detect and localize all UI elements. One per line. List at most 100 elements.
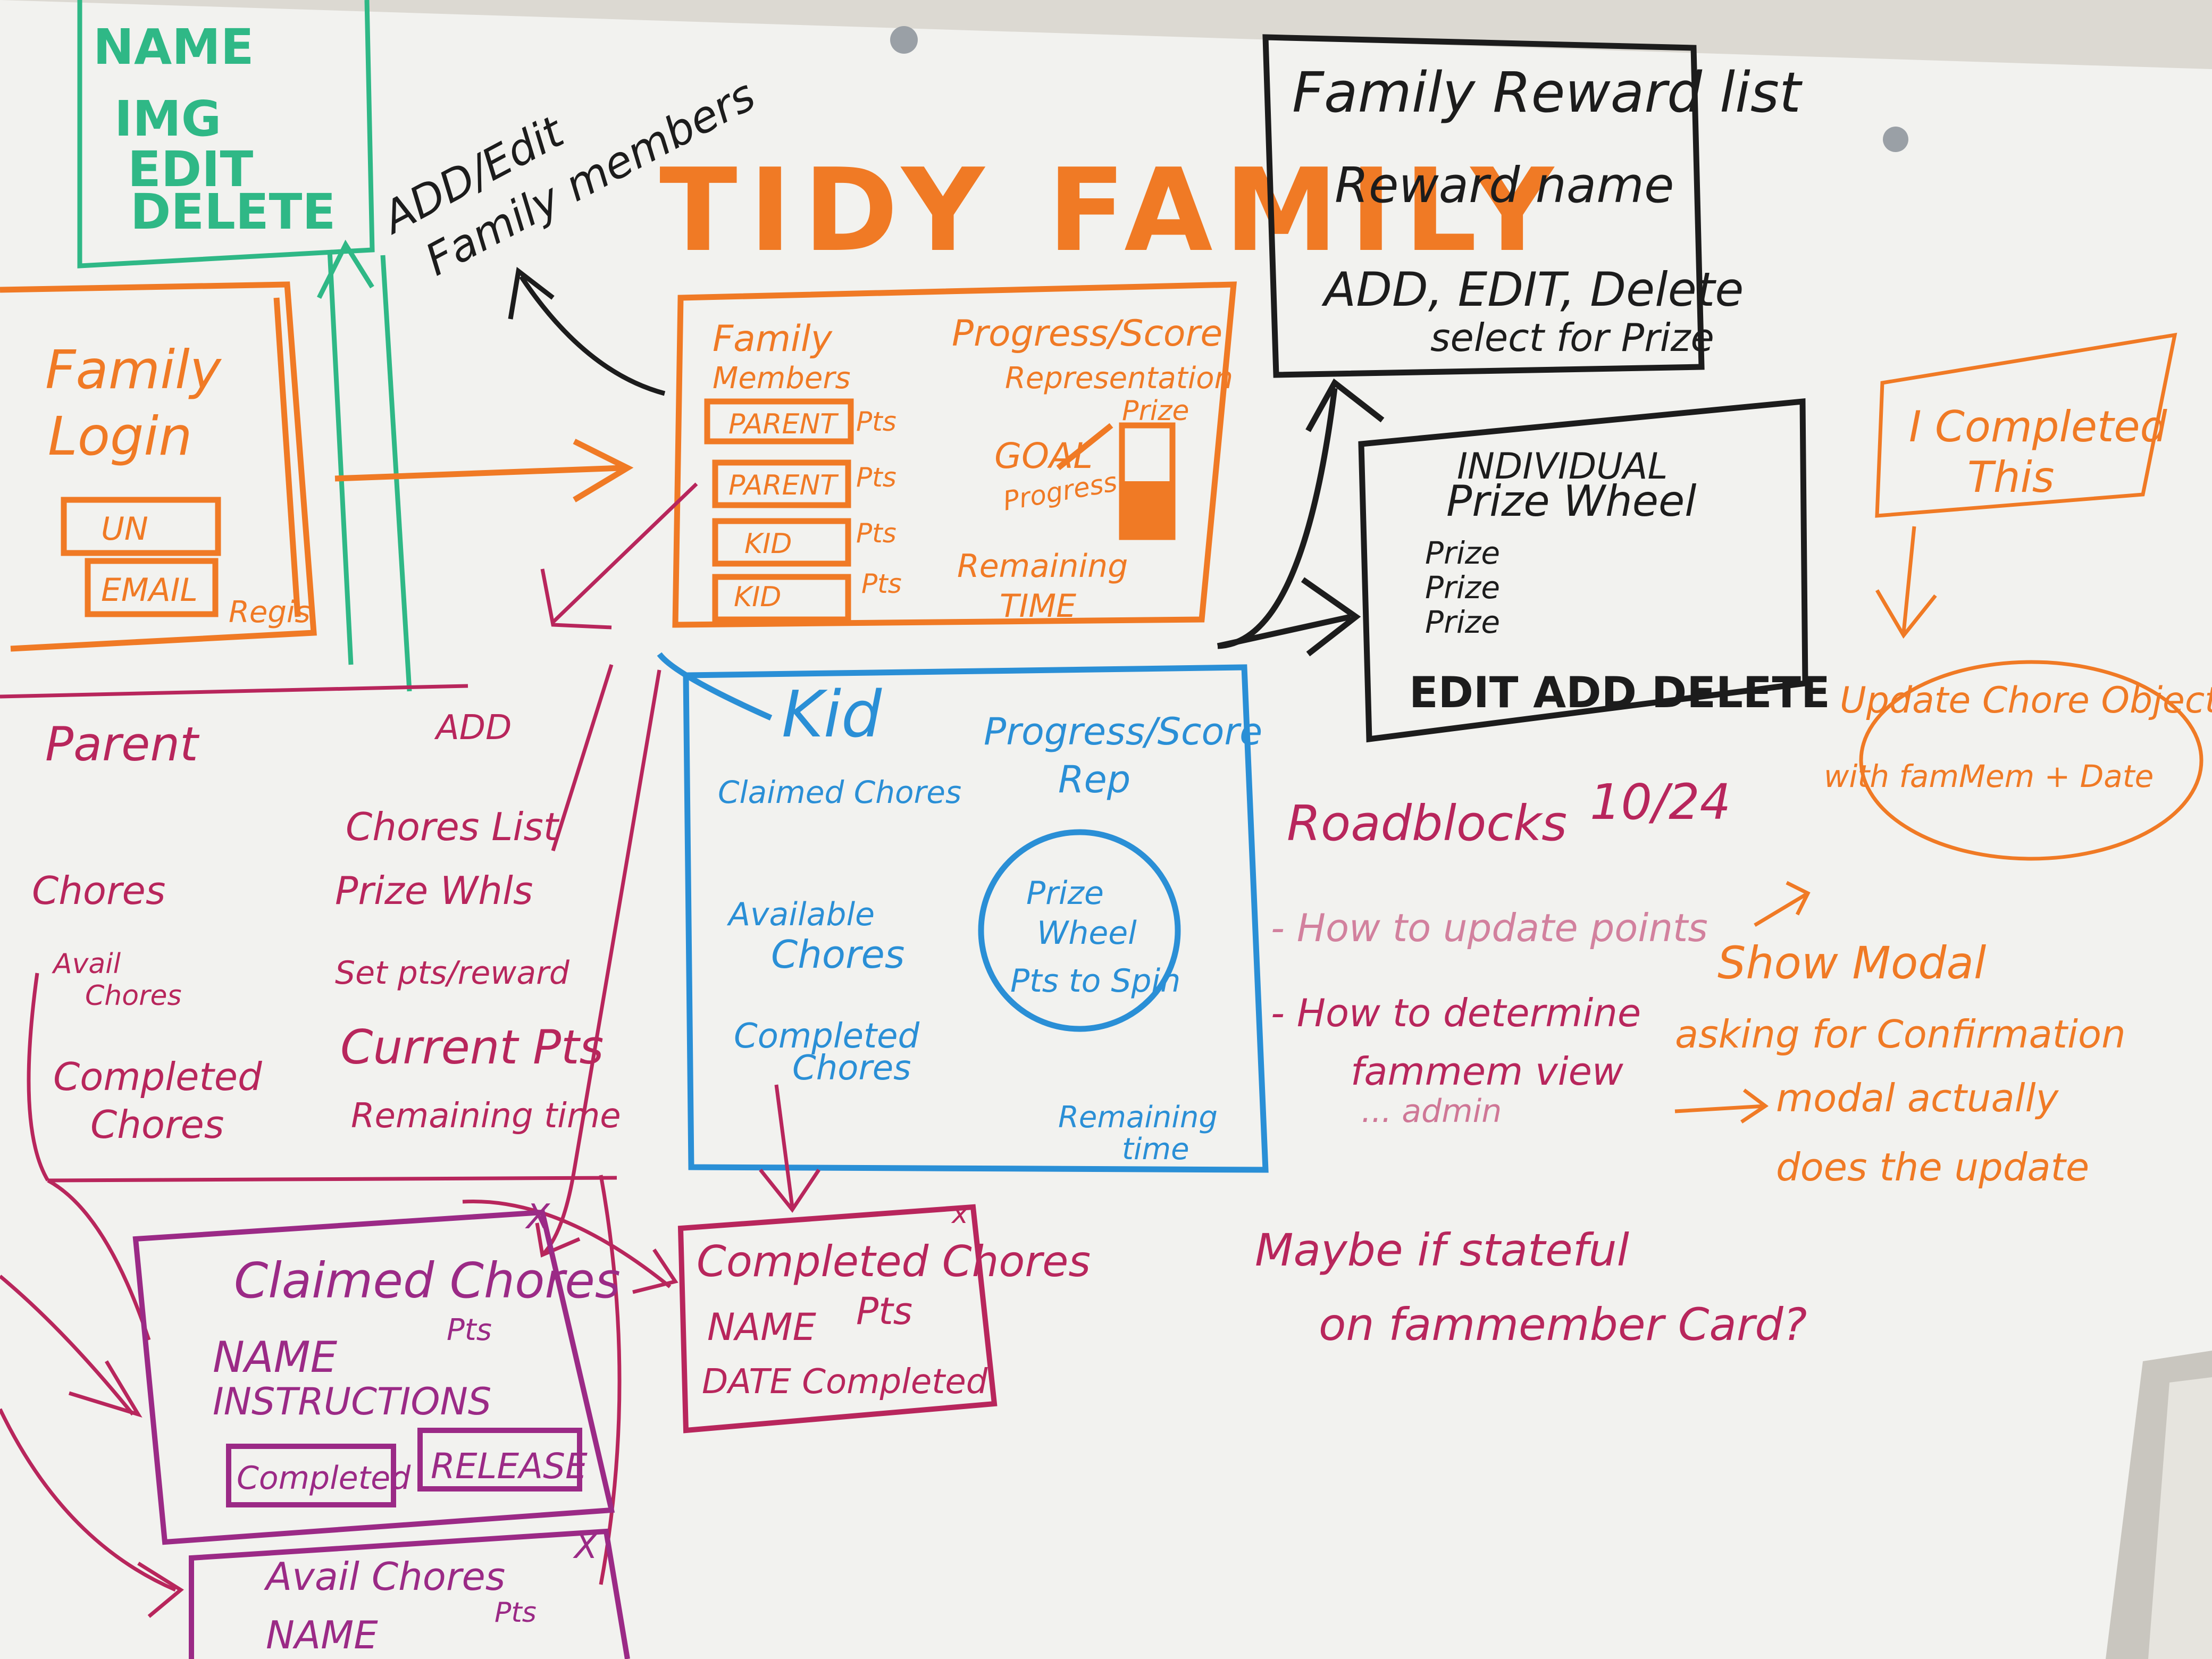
green-card-box: [77, 0, 412, 692]
add-edit-arrow: [508, 266, 666, 396]
parent-prize-wheels: Prize Whls: [335, 868, 533, 913]
avail-name: NAME: [266, 1613, 378, 1657]
update-oval-1: Update Chore Object: [1840, 680, 2212, 722]
avail-box: [189, 1528, 630, 1659]
progress-heading-1: Progress/Score: [952, 313, 1222, 355]
kid-progress-2: Rep: [1058, 758, 1130, 801]
members-heading-1: Family: [713, 318, 833, 360]
green-line-name: NAME: [93, 19, 254, 76]
parent-add: ADD: [434, 708, 512, 748]
parent-remaining-time: Remaining time: [351, 1096, 621, 1136]
kid-claimed: Claimed Chores: [718, 774, 961, 810]
wheel-box: [1358, 398, 1808, 743]
claimed-completed-btn-box: [226, 1444, 396, 1507]
completed-close: x: [951, 1198, 969, 1230]
member-row-2-pts: Pts: [856, 462, 896, 493]
wheel-actions: EDIT ADD DELETE: [1409, 668, 1830, 717]
login-box: [0, 281, 634, 652]
parent-chores-list: Chores List: [346, 805, 560, 849]
pin-left: [890, 26, 918, 54]
login-text: Family Login UN EMAIL Regis: [45, 339, 311, 630]
reward-actions: ADD, EDIT, Delete: [1321, 262, 1744, 317]
claimed-name: NAME: [213, 1333, 338, 1382]
member-row-1-label: PARENT: [728, 408, 839, 440]
progress-heading-2: Representation: [1005, 361, 1233, 396]
kid-completed-2: Chores: [792, 1049, 911, 1088]
roadblocks-title: Roadblocks: [1287, 795, 1567, 852]
completed-box-text: Completed Chores x NAME Pts DATE Complet…: [697, 1198, 1091, 1402]
kid-prize-wheel-circle: [978, 829, 1181, 1032]
modal-note-1: Show Modal: [1717, 937, 1986, 989]
kid-remaining-2: time: [1122, 1132, 1189, 1167]
completed-name: NAME: [707, 1305, 817, 1349]
login-field-un-label: UN: [101, 510, 148, 548]
roadblocks-item2-2: fammem view: [1351, 1049, 1623, 1094]
wheel-prize-3: Prize: [1425, 604, 1500, 640]
roadblocks-item1: - How to update points: [1271, 906, 1708, 950]
green-line-delete: DELETE: [130, 183, 336, 240]
reward-box: [1217, 34, 1705, 657]
member-row-3-label: KID: [744, 528, 792, 560]
reward-title: Family Reward list: [1292, 60, 1803, 125]
green-card-text: NAME IMG EDIT DELETE: [93, 19, 336, 240]
roadblocks-text: Roadblocks 10/24 - How to update points …: [1255, 774, 1807, 1351]
reward-name: Reward name: [1335, 157, 1674, 214]
claimed-release-btn[interactable]: RELEASE: [431, 1446, 588, 1487]
kid-progress-1: Progress/Score: [984, 710, 1262, 753]
parent-section-lines: [0, 664, 678, 1618]
login-field-email: [85, 558, 219, 617]
login-title-2: Login: [48, 405, 192, 467]
parent-completed-1: Completed: [53, 1054, 263, 1099]
progress-bar-fill: [1122, 481, 1172, 537]
completed-this-1: I Completed: [1909, 402, 2168, 451]
claimed-instructions: INSTRUCTIONS: [213, 1380, 491, 1423]
wheel-title-1: INDIVIDUAL: [1457, 446, 1668, 488]
kid-wheel-2: Wheel: [1037, 915, 1137, 952]
progress-goal-label: GOAL: [994, 435, 1093, 476]
member-row-1-pts: Pts: [856, 406, 896, 437]
member-row-4-box: [712, 574, 851, 623]
avail-box-text: Avail Chores X NAME Pts: [264, 1527, 598, 1657]
member-row-2-box: [712, 459, 851, 508]
kid-available-1: Available: [726, 896, 875, 933]
claimed-title: Claimed Chores: [234, 1252, 621, 1309]
roadblocks-item2-1: - How to determine: [1271, 991, 1641, 1035]
members-heading-2: Members: [713, 361, 851, 396]
completed-box: [677, 1204, 998, 1434]
modal-note-4: does the update: [1776, 1145, 2089, 1189]
family-box-text: Family Members PARENT Pts PARENT Pts KID…: [713, 313, 1233, 625]
wheel-prize-1: Prize: [1425, 535, 1500, 571]
roadblocks-maybe-2: on fammember Card?: [1319, 1298, 1807, 1351]
update-oval-2: with famMem + Date: [1824, 758, 2154, 794]
claimed-close: X: [525, 1197, 550, 1237]
wheel-prize-2: Prize: [1425, 569, 1500, 606]
wall-light: [2148, 1377, 2212, 1659]
kid-box-text: Kid Claimed Chores Progress/Score Rep Av…: [718, 678, 1262, 1167]
parent-avail-2: Chores: [85, 980, 182, 1012]
member-row-4-pts: Pts: [861, 568, 902, 599]
kid-completed-1: Completed: [734, 1017, 919, 1056]
parent-current-pts: Current Pts: [340, 1020, 604, 1075]
progress-prize-label: Prize: [1122, 395, 1189, 427]
kid-box: [657, 652, 1269, 1173]
parent-section-text: Parent ADD Chores List Prize Whls Set pt…: [32, 708, 621, 1147]
parent-completed-2: Chores: [90, 1102, 224, 1147]
reward-select: select for Prize: [1430, 315, 1714, 360]
parent-chores: Chores: [32, 868, 165, 913]
completed-date: DATE Completed: [702, 1362, 988, 1402]
member-row-3-pts: Pts: [856, 518, 896, 549]
avail-close: X: [573, 1527, 598, 1566]
wheel-box-text: INDIVIDUAL Prize Wheel Prize Prize Prize…: [1409, 446, 1830, 717]
kid-wheel-1: Prize: [1026, 875, 1104, 912]
claimed-box: [132, 1209, 615, 1545]
reward-box-text: Family Reward list Reward name ADD, EDIT…: [1292, 60, 1803, 360]
parent-set-pts: Set pts/reward: [335, 954, 570, 992]
roadblocks-item2-3: ... admin: [1361, 1093, 1502, 1130]
roadblocks-date: 10/24: [1590, 774, 1731, 831]
claimed-completed-btn[interactable]: Completed: [237, 1460, 411, 1497]
login-field-un: [61, 497, 221, 556]
wheel-title-2: Prize Wheel: [1446, 476, 1696, 526]
completed-this-text: I Completed This Update Chore Object wit…: [1675, 402, 2212, 1189]
member-row-4-label: KID: [734, 581, 781, 613]
